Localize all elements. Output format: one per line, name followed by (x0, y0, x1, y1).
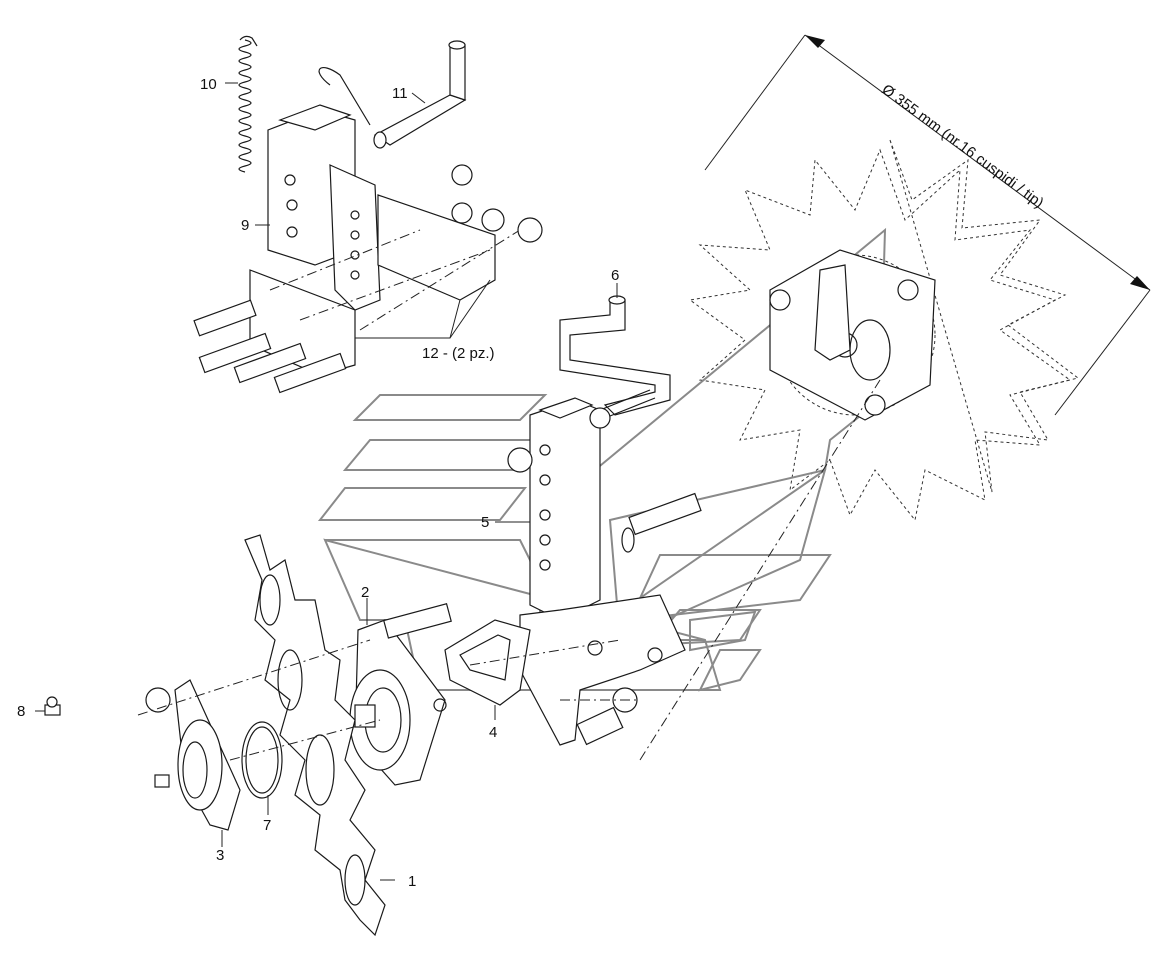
dimension-label: Ø 355 mm (nr.16 cuspidi / tip) (879, 81, 1047, 212)
callout-4: 4 (489, 724, 497, 741)
bolts-and-nuts-12 (193, 164, 543, 394)
leader-lines (35, 82, 618, 881)
post-5 (507, 397, 611, 621)
spring-10 (238, 35, 258, 173)
plate-4 (444, 619, 531, 706)
assembly-axis-lines (137, 379, 881, 761)
dimension-arrow-end (1130, 276, 1150, 290)
plates-12 (249, 194, 521, 376)
dimension-line (804, 34, 1151, 291)
pin-11 (318, 40, 467, 149)
callout-9: 9 (241, 217, 249, 234)
callout-10: 10 (200, 76, 217, 93)
callout-labels: 10 11 9 12 - (2 pz.) 6 5 2 4 8 3 7 1 (17, 76, 619, 890)
callout-5: 5 (481, 514, 489, 531)
callout-12: 12 - (2 pz.) (422, 345, 495, 362)
callout-6: 6 (611, 267, 619, 284)
callout-1: 1 (408, 873, 416, 890)
callout-7: 7 (263, 817, 271, 834)
dimension-arrow-start (805, 35, 825, 48)
star-wheel-outline (688, 139, 1080, 522)
callout-2: 2 (361, 584, 369, 601)
cap-3 (145, 679, 241, 831)
callout-11: 11 (392, 85, 408, 102)
wheel-hub-plate (769, 249, 936, 421)
callout-8: 8 (17, 703, 25, 720)
callout-3: 3 (216, 847, 224, 864)
seal-ring-7 (241, 721, 283, 799)
hub-2 (349, 603, 452, 786)
grease-nipple-8 (44, 696, 61, 716)
bracket-9 (267, 104, 381, 311)
star-disc-1 (244, 534, 386, 937)
